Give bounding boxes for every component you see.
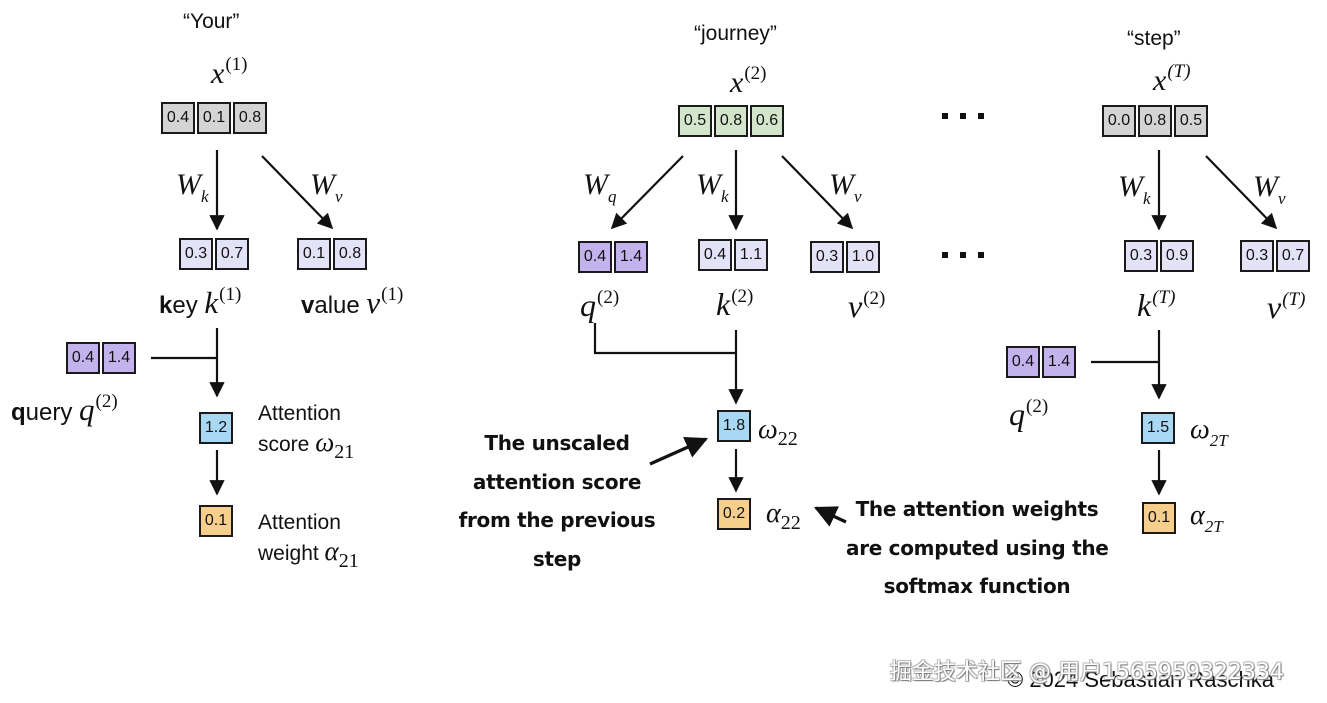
- weight-matrix-wv-2: Wv: [829, 168, 862, 206]
- vector-cell: 0.4: [161, 102, 195, 134]
- vector-cell: 0.3: [1240, 240, 1274, 272]
- input-label-x2: x(2): [730, 63, 767, 99]
- key-label-k2: k(2): [716, 286, 754, 322]
- vector-cell: 0.5: [678, 105, 712, 137]
- weight-matrix-wk: Wk: [176, 168, 209, 206]
- vector-cell: 0.0: [1102, 105, 1136, 137]
- attention-score-box-21: 1.2: [199, 412, 233, 444]
- value-vector-v1: 0.1 0.8: [297, 238, 367, 270]
- vector-cell: 0.4: [698, 239, 732, 271]
- attention-weight-label-21: Attention weight α21: [258, 511, 359, 572]
- value-vector-v2: 0.3 1.0: [810, 241, 880, 273]
- input-label-xT: x(T): [1153, 61, 1191, 97]
- ellipsis-middle: [942, 252, 984, 258]
- wv-arrow-1: [261, 155, 334, 230]
- input-vector-x1: 0.4 0.1 0.8: [161, 102, 267, 134]
- vector-cell: 0.4: [578, 241, 612, 273]
- value-label-v1: value v(1): [301, 284, 404, 320]
- weight-matrix-wk-T: Wk: [1118, 170, 1151, 208]
- attention-weight-label-22: α22: [766, 498, 801, 534]
- vector-cell: 1.4: [1042, 346, 1076, 378]
- vector-cell: 0.8: [1138, 105, 1172, 137]
- softmax-annotation-arrow: [813, 506, 847, 527]
- key-vector-k1: 0.3 0.7: [179, 238, 249, 270]
- annotation-softmax: The attention weights are computed using…: [846, 497, 1109, 598]
- vector-cell: 0.3: [810, 241, 844, 273]
- attention-score-label-2T: ω2T: [1190, 414, 1228, 450]
- query-label-q2-right: q(2): [1009, 396, 1049, 432]
- token-word-your: “Your”: [183, 10, 240, 33]
- vector-cell: 0.4: [1006, 346, 1040, 378]
- vector-cell: 0.4: [66, 342, 100, 374]
- wv-arrow-T: [1205, 155, 1278, 230]
- token-word-journey: “journey”: [694, 22, 777, 45]
- ellipsis-top: [942, 113, 984, 119]
- vector-cell: 0.8: [233, 102, 267, 134]
- unscaled-annotation-arrow: [649, 436, 709, 466]
- annotation-unscaled-score: The unscaled attention score from the pr…: [458, 431, 656, 571]
- vector-cell: 0.1: [297, 238, 331, 270]
- vector-cell: 0.9: [1160, 240, 1194, 272]
- weight-matrix-wk-2: Wk: [696, 168, 729, 206]
- query-label-q2-left: query q(2): [11, 391, 118, 427]
- query-vector-q2-left: 0.4 1.4: [66, 342, 136, 374]
- attention-score-label-22: ω22: [758, 414, 798, 450]
- key-vector-k2: 0.4 1.1: [698, 239, 768, 271]
- vector-cell: 0.8: [333, 238, 367, 270]
- query-vector-q2-right: 0.4 1.4: [1006, 346, 1076, 378]
- input-vector-x2: 0.5 0.8 0.6: [678, 105, 784, 137]
- vector-cell: 0.1: [197, 102, 231, 134]
- attention-weight-label-2T: α2T: [1190, 500, 1223, 536]
- weight-matrix-wv: Wv: [310, 168, 343, 206]
- attention-score-label-21: Attention score ω21: [258, 402, 355, 463]
- wq-arrow-2: [610, 155, 684, 230]
- weight-matrix-wv-T: Wv: [1253, 170, 1286, 208]
- vector-cell: 1.1: [734, 239, 768, 271]
- token-word-step: “step”: [1127, 27, 1181, 50]
- input-label-x1: x(1): [211, 54, 248, 90]
- attention-weight-box-22: 0.2: [717, 498, 751, 530]
- vector-cell: 0.5: [1174, 105, 1208, 137]
- value-label-v2: v(2): [848, 288, 886, 324]
- vector-cell: 0.3: [1124, 240, 1158, 272]
- weight-matrix-wq: Wq: [583, 168, 617, 206]
- value-vector-vT: 0.3 0.7: [1240, 240, 1310, 272]
- vector-cell: 0.7: [215, 238, 249, 270]
- key-vector-kT: 0.3 0.9: [1124, 240, 1194, 272]
- vector-cell: 0.8: [714, 105, 748, 137]
- attention-score-box-2T: 1.5: [1141, 412, 1175, 444]
- key-label-k1: key k(1): [159, 284, 242, 320]
- vector-cell: 1.4: [614, 241, 648, 273]
- attention-score-box-22: 1.8: [717, 410, 751, 442]
- attention-weight-box-2T: 0.1: [1142, 502, 1176, 534]
- vector-cell: 1.0: [846, 241, 880, 273]
- value-label-vT: v(T): [1267, 289, 1306, 325]
- key-label-kT: k(T): [1137, 287, 1176, 323]
- input-vector-xT: 0.0 0.8 0.5: [1102, 105, 1208, 137]
- copyright-text: © 2024 Sebastian Raschka: [1007, 667, 1274, 692]
- vector-cell: 0.3: [179, 238, 213, 270]
- vector-cell: 0.6: [750, 105, 784, 137]
- vector-cell: 0.7: [1276, 240, 1310, 272]
- attention-weight-box-21: 0.1: [199, 505, 233, 537]
- watermark-text: 掘金技术社区 @ 用户1565959322334: [890, 660, 1284, 685]
- query-vector-q2: 0.4 1.4: [578, 241, 648, 273]
- vector-cell: 1.4: [102, 342, 136, 374]
- query-label-q2: q(2): [580, 287, 620, 323]
- wv-arrow-2: [781, 155, 854, 230]
- query-key-join-2: [593, 323, 736, 355]
